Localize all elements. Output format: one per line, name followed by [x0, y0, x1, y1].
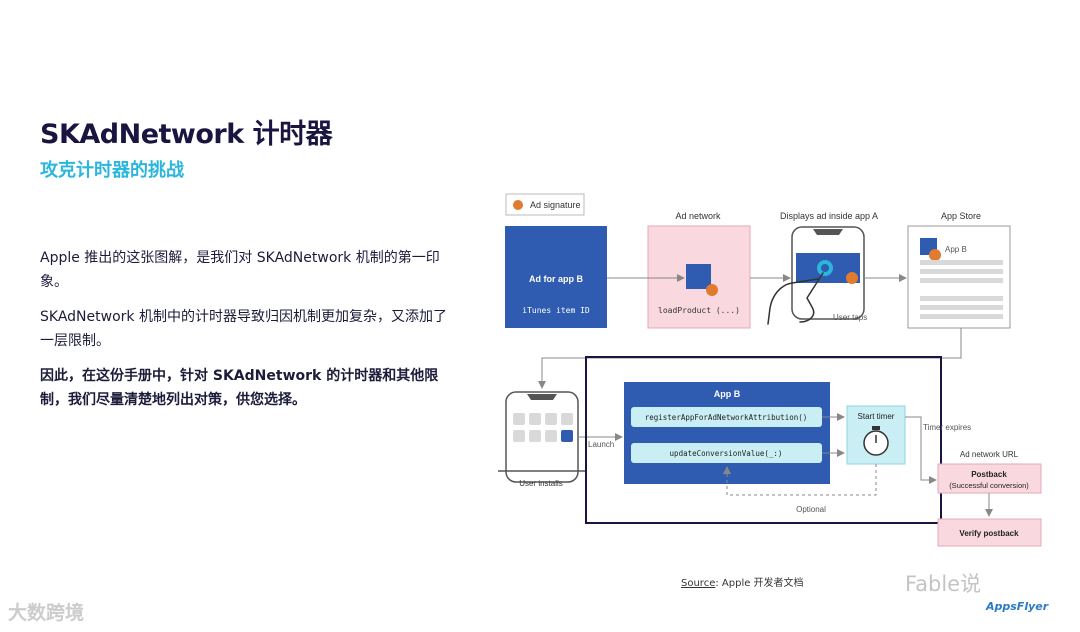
ad-signature-dot	[513, 200, 523, 210]
page-subtitle: 攻克计时器的挑战	[40, 160, 184, 181]
app-b-icon	[561, 430, 573, 442]
ad-box-title: Ad for app B	[529, 274, 583, 284]
postback-box: Ad network URL Postback (Successful conv…	[937, 450, 1042, 494]
app-store-label: App Store	[941, 211, 981, 221]
update-conversion-call: updateConversionValue(_:)	[670, 449, 783, 458]
installs-phone: User installs Launch	[498, 391, 614, 488]
appsflyer-logo: AppsFlyer	[986, 600, 1049, 613]
display-phone: Displays ad inside app A User taps	[767, 211, 878, 325]
ad-network-box: Ad network loadProduct (...)	[647, 211, 751, 329]
source-note: Source: Apple 开发者文档	[681, 574, 804, 589]
stopwatch-icon	[863, 426, 889, 456]
ad-network-url-label: Ad network URL	[960, 450, 1019, 459]
source-label: Source	[681, 578, 716, 589]
intro-paragraph: Apple 推出的这张图解，是我们对 SKAdNetwork 机制的第一印象。	[40, 250, 440, 290]
optional-label: Optional	[796, 505, 826, 514]
launch-label: Launch	[588, 440, 614, 449]
app-b-box: App B registerAppForAdNetworkAttribution…	[624, 382, 830, 484]
ad-network-square	[686, 264, 711, 289]
postback-subtitle: (Successful conversion)	[949, 481, 1029, 490]
timer-expires-label: Timer expires	[923, 423, 971, 432]
timer-paragraph: SKAdNetwork 机制中的计时器导致归因机制更加复杂，又添加了一层限制。	[40, 309, 447, 349]
hand-icon	[767, 272, 824, 325]
verify-postback-box: Verify postback	[937, 518, 1042, 547]
highlight-frame	[585, 356, 942, 524]
legend-label: Ad signature	[530, 200, 581, 210]
ad-box-item-id: iTunes item ID	[522, 306, 590, 315]
load-product-code: loadProduct (...)	[658, 306, 740, 315]
register-call: registerAppForAdNetworkAttribution()	[645, 413, 808, 422]
postback-title: Postback	[971, 470, 1007, 479]
user-installs-label: User installs	[519, 479, 563, 488]
display-label: Displays ad inside app A	[780, 211, 878, 221]
app-store-box: App Store App B	[907, 211, 1011, 329]
watermark-left: 大数跨境	[8, 602, 85, 624]
start-timer-box: Start timer	[846, 405, 906, 465]
ad-signature-dot	[846, 272, 858, 284]
legend: Ad signature	[505, 193, 585, 216]
watermark-right: Fable说	[905, 572, 982, 596]
page-title: SKAdNetwork 计时器	[40, 119, 333, 150]
source-text: : Apple 开发者文档	[715, 578, 804, 589]
verify-postback-label: Verify postback	[959, 529, 1019, 538]
user-taps-label: User taps	[833, 313, 867, 322]
ad-signature-dot	[929, 249, 941, 261]
start-timer-label: Start timer	[858, 412, 895, 421]
app-b-title: App B	[714, 389, 741, 399]
app-store-app-name: App B	[945, 245, 967, 254]
ad-box: Ad for app B iTunes item ID	[505, 226, 607, 328]
handbook-paragraph: 因此，在这份手册中，针对 SKAdNetwork 的计时器和其他限制，我们尽量清…	[40, 368, 439, 408]
ad-signature-dot	[706, 284, 718, 296]
ad-network-label: Ad network	[675, 211, 721, 221]
